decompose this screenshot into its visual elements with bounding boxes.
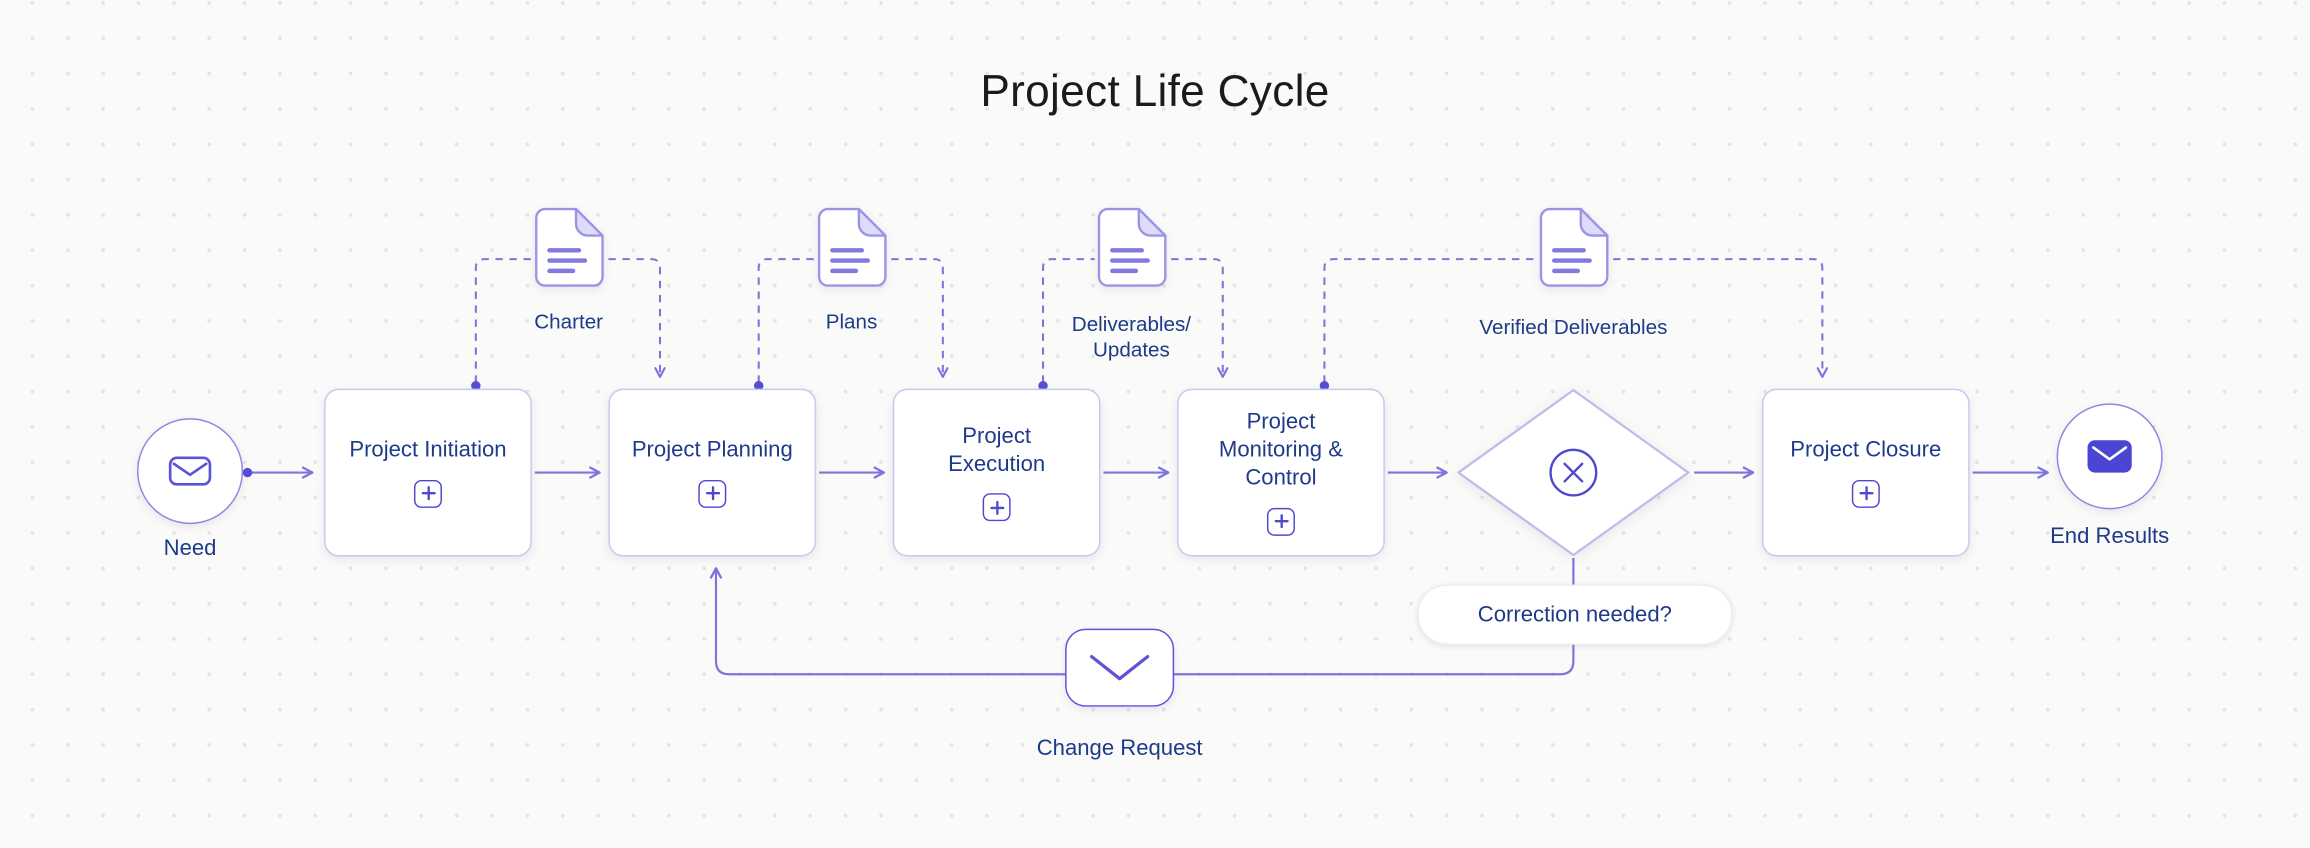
envelope-filled-icon [2087, 440, 2132, 473]
document-icon [1097, 207, 1167, 287]
node-label: Project Execution [948, 423, 1046, 477]
plus-icon [1273, 514, 1289, 529]
page-title: Project Life Cycle [980, 67, 1330, 117]
correction-needed-label: Correction needed? [1417, 584, 1733, 645]
expand-plus-button[interactable] [698, 479, 727, 508]
expand-plus-button[interactable] [1851, 479, 1880, 508]
expand-plus-button[interactable] [982, 493, 1011, 522]
change-request-node [1065, 628, 1175, 707]
envelope-flap-icon [1090, 654, 1150, 680]
end-results-label: End Results [2050, 524, 2170, 550]
dashed-connectors [474, 258, 1829, 383]
document-label-verified-deliverables: Verified Deliverables [1479, 315, 1668, 339]
expand-plus-button[interactable] [413, 479, 442, 508]
node-label: Project Closure [1790, 437, 1942, 463]
plus-icon [705, 486, 720, 501]
expand-plus-button[interactable] [1266, 507, 1295, 536]
node-project-execution[interactable]: Project Execution [892, 388, 1101, 557]
document-deliverables-updates [1084, 202, 1178, 301]
plus-icon [1858, 486, 1873, 501]
document-verified-deliverables [1526, 202, 1620, 301]
document-icon [817, 207, 887, 287]
document-charter [522, 202, 616, 301]
node-project-planning[interactable]: Project Planning [608, 388, 817, 557]
node-label: Project Planning [631, 437, 793, 463]
connector-dots [242, 381, 1330, 478]
need-label: Need [163, 535, 217, 561]
document-icon [1539, 207, 1609, 287]
document-icon [535, 207, 604, 287]
node-label: Project Monitoring & Control [1218, 409, 1343, 491]
node-project-monitoring-control[interactable]: Project Monitoring & Control [1177, 388, 1385, 557]
correction-needed-text: Correction needed? [1477, 602, 1672, 628]
decision-diamond [1457, 389, 1690, 557]
x-circle-icon [1549, 448, 1598, 497]
document-label-charter: Charter [534, 309, 604, 333]
document-plans [804, 202, 898, 301]
end-results-node [2056, 403, 2163, 510]
change-request-label: Change Request [1036, 736, 1203, 762]
node-project-initiation[interactable]: Project Initiation [324, 388, 532, 557]
node-label: Project Initiation [349, 437, 507, 463]
document-label-deliverables-updates: Deliverables/ Updates [1071, 312, 1192, 360]
plus-icon [420, 486, 436, 501]
node-project-closure[interactable]: Project Closure [1761, 388, 1970, 557]
envelope-outline-icon [168, 456, 212, 486]
plus-icon [989, 500, 1004, 515]
document-label-plans: Plans [825, 309, 878, 333]
need-node [137, 418, 244, 525]
